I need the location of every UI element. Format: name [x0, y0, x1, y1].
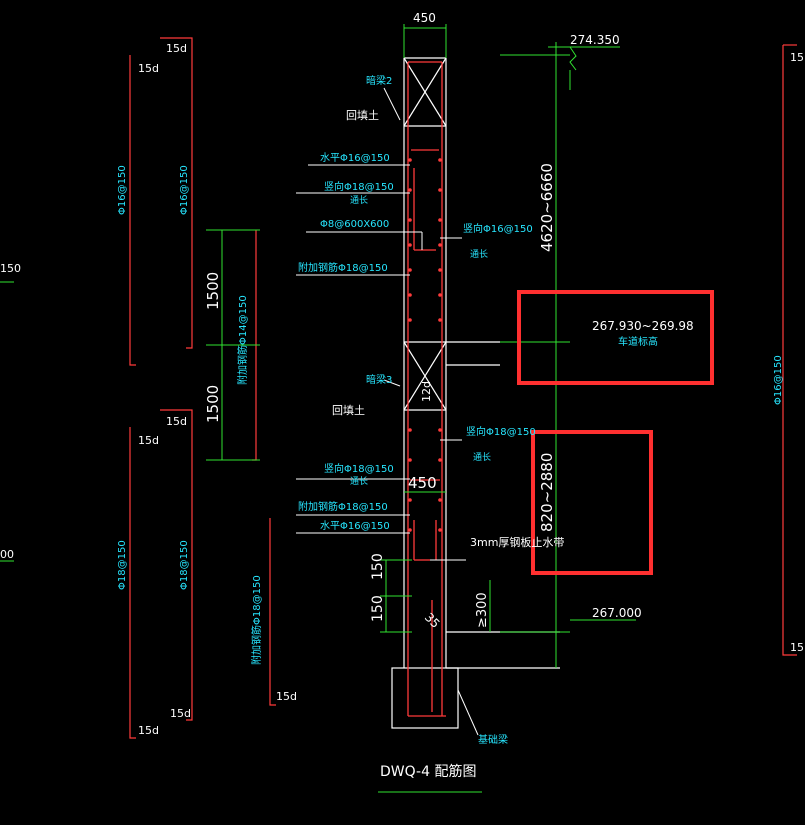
dim-1500-b: 1500: [204, 385, 222, 423]
left-rebar-brackets: [129, 37, 797, 739]
label-add-bar-mid: 附加钢筋Φ18@150: [298, 500, 388, 513]
anchor-15d-4: 15d: [138, 434, 159, 447]
dim-1500-a: 1500: [204, 272, 222, 310]
label-backfill-lower: 回填土: [332, 403, 365, 417]
label-waterstop: 3mm厚钢板止水带: [470, 535, 564, 549]
label-left-mid-bar: 附加钢筋Φ14@150: [236, 295, 249, 385]
left-edge-150: 150: [0, 262, 21, 275]
rebar-lines: [407, 61, 446, 717]
label-v-bar-top-note: 通长: [350, 194, 368, 206]
drawing-title: DWQ-4 配筋图: [380, 763, 476, 780]
label-left-top-bar-b: Φ16@150: [179, 165, 190, 215]
dim-12d: 12d: [420, 381, 433, 402]
label-tie-bar: Φ8@600X600: [320, 219, 389, 230]
label-duct-upper: 暗梁2: [366, 74, 392, 87]
label-left-top-bar: Φ16@150: [117, 165, 128, 215]
label-add-bar-top: 附加钢筋Φ18@150: [298, 261, 388, 274]
leader-lines: [296, 87, 479, 736]
label-v-bar-right-top: 竖向Φ16@150: [463, 222, 533, 235]
label-left-bot-bar-a: Φ18@150: [117, 540, 128, 590]
dim-35: 35: [422, 610, 443, 631]
anchor-15d-2: 15d: [138, 62, 159, 75]
anchor-15d-7: 15d: [276, 690, 297, 703]
dimension-lines: [0, 24, 636, 793]
label-h-bar-top: 水平Φ16@150: [320, 152, 390, 164]
right-edge-15: 15: [790, 51, 804, 64]
left-edge-00: 00: [0, 548, 14, 561]
highlight-box-lower: [531, 430, 653, 575]
dim-top-width: 450: [413, 11, 436, 25]
label-v-bar-right-mid-note: 通长: [473, 451, 491, 463]
label-left-bot-bar-b: Φ18@150: [179, 540, 190, 590]
label-finished-floor: 车道标高: [618, 335, 658, 348]
dim-150-a: 150: [370, 553, 386, 580]
anchor-15d-5: 15d: [170, 707, 191, 720]
label-v-bar-top: 竖向Φ18@150: [324, 180, 394, 193]
dim-mid-width: 450: [408, 474, 437, 492]
elevation-top: 274.350: [570, 33, 620, 47]
dim-300: ≥300: [475, 592, 490, 628]
elevation-bottom: 267.000: [592, 606, 642, 620]
dim-upper-span: 4620~6660: [538, 163, 556, 252]
anchor-15d-6: 15d: [138, 724, 159, 737]
label-duct-lower: 暗梁3: [366, 373, 392, 386]
label-v-bar-right-top-note: 通长: [470, 248, 488, 260]
label-v-bar-mid-note: 通长: [350, 475, 368, 487]
dim-150-b: 150: [370, 595, 386, 622]
dim-lower-span: 820~2880: [538, 453, 556, 532]
label-right-bar: Φ16@150: [773, 355, 784, 405]
label-h-bar-mid: 水平Φ16@150: [320, 520, 390, 532]
anchor-15d-3: 15d: [166, 415, 187, 428]
label-v-bar-right-mid: 竖向Φ18@150: [466, 425, 536, 438]
label-v-bar-mid: 竖向Φ18@150: [324, 462, 394, 475]
label-backfill-upper: 回填土: [346, 108, 379, 122]
label-foundation: 基础梁: [478, 733, 508, 746]
elevation-middle: 267.930~269.98: [592, 319, 694, 333]
highlight-box-upper: [517, 290, 714, 385]
rebar-dots: [408, 158, 442, 532]
right-edge-15-b: 15: [790, 641, 804, 654]
anchor-15d-1: 15d: [166, 42, 187, 55]
label-left-bot-add: 附加钢筋Φ18@150: [250, 575, 263, 665]
